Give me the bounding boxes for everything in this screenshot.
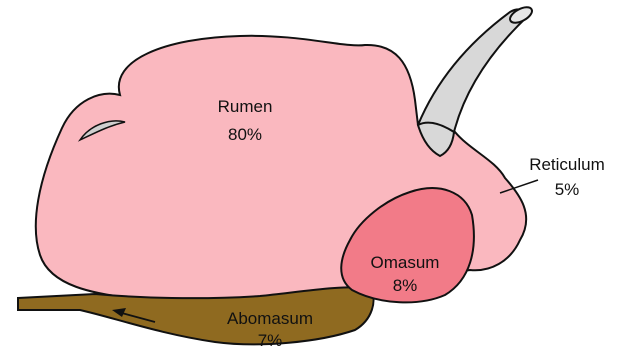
rumen-percent: 80% — [228, 125, 262, 144]
reticulum-label: Reticulum — [529, 155, 605, 174]
omasum-label: Omasum — [371, 253, 440, 272]
reticulum-percent: 5% — [555, 180, 580, 199]
esophagus — [418, 9, 530, 132]
omasum-percent: 8% — [393, 276, 418, 295]
rumen-label: Rumen — [218, 97, 273, 116]
abomasum-percent: 7% — [258, 331, 283, 350]
abomasum-label: Abomasum — [227, 309, 313, 328]
